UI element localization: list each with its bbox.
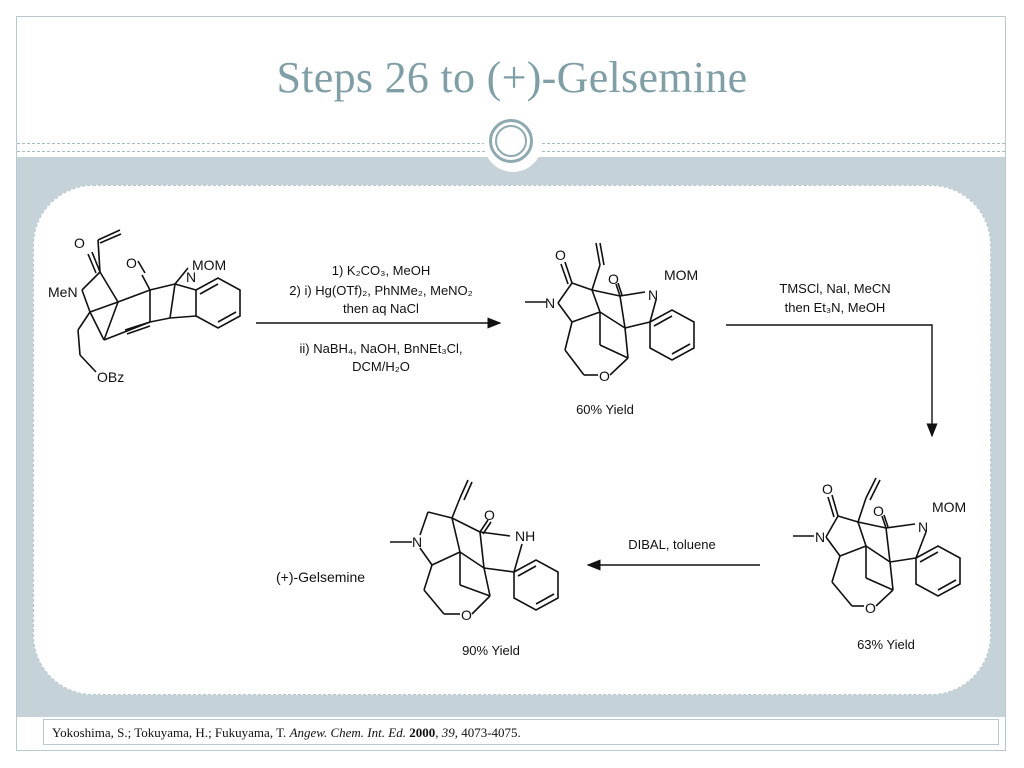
atom-label: O (822, 481, 833, 497)
step2-conditions-line1: TMSCl, NaI, MeCN (779, 281, 890, 296)
atom-label: N (412, 534, 422, 550)
atom-label: MOM (192, 257, 226, 273)
atom-label: O (608, 271, 619, 287)
intermediate-2-structure (793, 477, 961, 607)
atom-label: OBz (97, 369, 124, 385)
atom-label: O (865, 600, 876, 616)
step3-conditions-line1: DIBAL, toluene (628, 537, 715, 552)
atom-label: N (918, 519, 928, 535)
atom-label: O (484, 507, 495, 523)
atom-label: O (599, 368, 610, 384)
content-panel (33, 185, 991, 695)
atom-label: N (186, 269, 196, 285)
citation-year: 2000 (409, 725, 436, 740)
atom-label: MOM (664, 267, 698, 283)
yield-label-1: 60% Yield (576, 402, 634, 417)
step1-conditions-line1: 1) K₂CO₃, MeOH (332, 263, 430, 278)
yield-label-3: 90% Yield (462, 643, 520, 658)
reaction-arrow-2 (726, 324, 938, 438)
atom-label: O (555, 247, 566, 263)
step1-conditions-line3: then aq NaCl (343, 301, 419, 316)
gelsemine-structure (390, 479, 559, 615)
atom-label: O (126, 255, 137, 271)
citation-volume: 39 (441, 725, 455, 740)
atom-label: O (74, 235, 85, 251)
decorative-ring-inner (495, 125, 527, 157)
atom-label: NH (515, 528, 535, 544)
product-name: (+)-Gelsemine (276, 569, 365, 585)
starting-material-structure (77, 229, 241, 373)
yield-label-2: 63% Yield (857, 637, 915, 652)
atom-label: MeN (48, 284, 78, 300)
intermediate-1-structure (525, 242, 695, 376)
step2-conditions-line2: then Et₃N, MeOH (785, 300, 886, 315)
atom-label: N (815, 529, 825, 545)
step1-conditions-line2: 2) i) Hg(OTf)₂, PhNMe₂, MeNO₂ (289, 283, 472, 298)
atom-label: N (545, 295, 555, 311)
slide-frame (16, 16, 1006, 751)
citation-footer: Yokoshima, S.; Tokuyama, H.; Fukuyama, T… (43, 719, 999, 745)
citation-journal: Angew. Chem. Int. Ed. (289, 725, 406, 740)
citation-authors: Yokoshima, S.; Tokuyama, H.; Fukuyama, T… (52, 725, 287, 740)
atom-label: O (873, 503, 884, 519)
atom-label: N (648, 287, 658, 303)
atom-label: MOM (932, 499, 966, 515)
step1-conditions-line5: DCM/H₂O (352, 359, 410, 374)
atom-label: O (461, 607, 472, 623)
citation-pages: 4073-4075. (461, 725, 521, 740)
step1-conditions-line4: ii) NaBH₄, NaOH, BnNEt₃Cl, (299, 341, 462, 356)
slide-title: Steps 26 to (+)-Gelsemine (276, 53, 748, 102)
